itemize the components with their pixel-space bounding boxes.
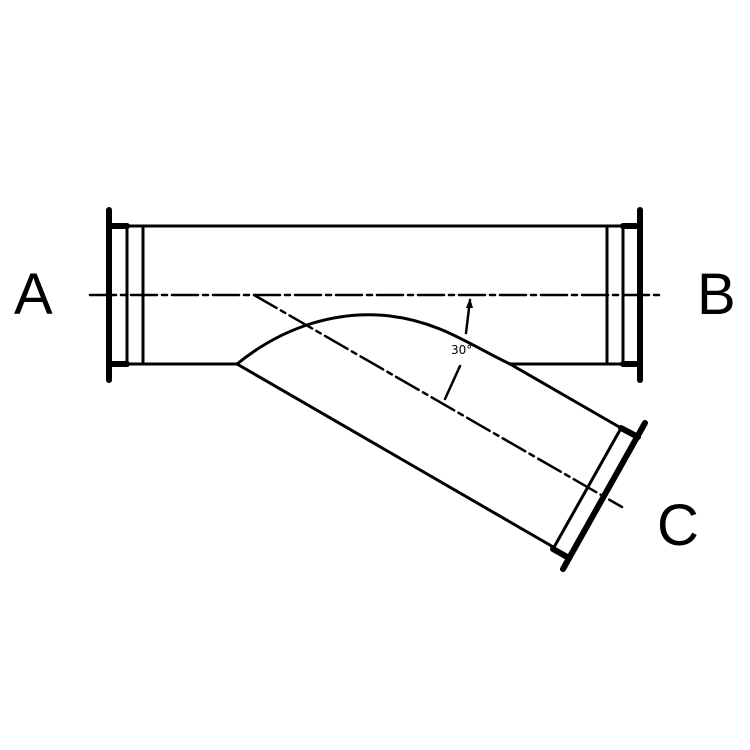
angle-dimension — [443, 298, 473, 401]
angle-label: 30° — [451, 343, 473, 357]
port-label-c: C — [657, 493, 699, 558]
port-label-a: A — [14, 262, 53, 327]
branch-centerline — [252, 293, 624, 509]
branch-pipe — [235, 313, 623, 550]
main-pipe — [126, 224, 625, 366]
flange-c — [550, 420, 648, 572]
port-label-b: B — [697, 262, 736, 327]
